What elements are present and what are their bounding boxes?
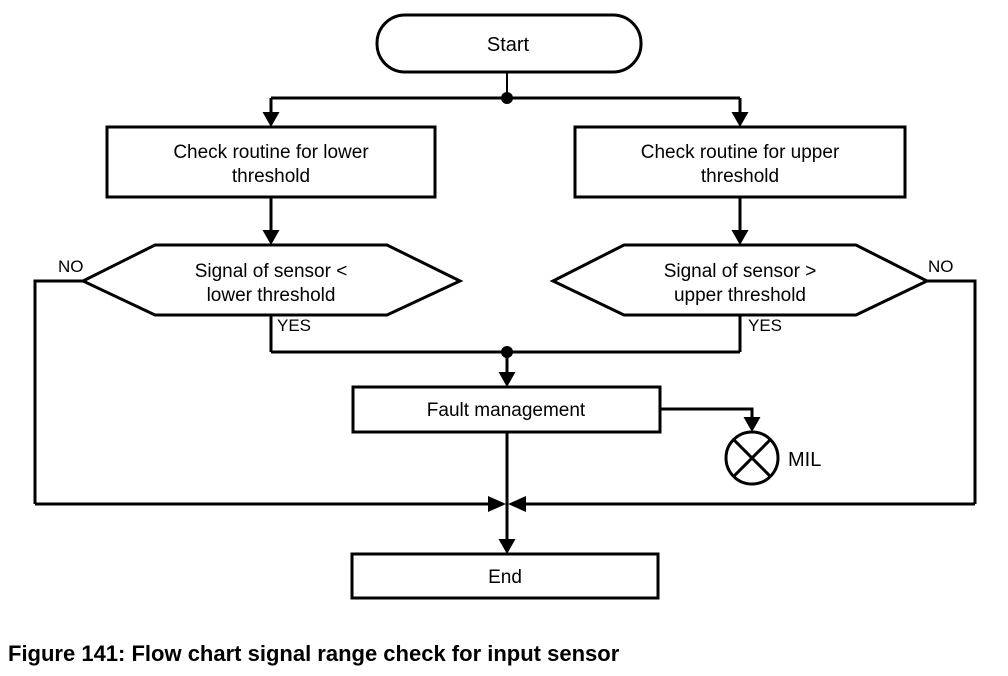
check-upper-label-line1: Check routine for upper: [641, 142, 840, 163]
mil-node: MIL: [724, 430, 821, 486]
end-label: End: [488, 567, 522, 588]
no-line-left: [33, 279, 83, 504]
no-line-right: [927, 279, 977, 504]
start-shape: [375, 13, 643, 74]
decision-upper-shape: [549, 243, 931, 317]
mil-label: MIL: [788, 449, 821, 471]
arrowhead-into-check-upper: [731, 112, 749, 127]
decision-upper-label-line1: Signal of sensor >: [664, 261, 817, 282]
arrowhead-merge-right: [508, 496, 526, 512]
check-lower-label-line1: Check routine for lower: [173, 142, 369, 163]
decision-upper-label-line2: upper threshold: [674, 285, 806, 306]
check-upper-node: Check routine for upper threshold: [573, 125, 907, 199]
decision-lower-label-line2: lower threshold: [207, 285, 336, 306]
arrowhead-into-decision-lower: [262, 230, 280, 245]
decision-upper-yes-label: YES: [748, 316, 782, 335]
arrowhead-into-fault: [498, 372, 516, 387]
end-node: End: [350, 552, 660, 600]
start-node: Start: [375, 13, 643, 74]
decision-lower-no-label: NO: [58, 257, 84, 276]
mil-lamp-cross: [732, 438, 772, 478]
connector-fault-to-mil: [660, 407, 754, 417]
decision-lower-label-line1: Signal of sensor <: [195, 261, 348, 282]
check-upper-label-line2: threshold: [701, 166, 779, 187]
fault-node: Fault management: [351, 385, 662, 434]
arrowhead-into-end: [498, 539, 516, 554]
check-lower-label-line2: threshold: [232, 166, 310, 187]
arrowhead-into-decision-upper: [731, 230, 749, 245]
check-lower-node: Check routine for lower threshold: [105, 125, 437, 199]
check-upper-shape: [573, 125, 907, 199]
figure-caption: Figure 141: Flow chart signal range chec…: [8, 641, 620, 666]
end-shape: [350, 552, 660, 600]
decision-lower-yes-label: YES: [277, 316, 311, 335]
decision-upper-no-label: NO: [928, 257, 954, 276]
arrowhead-into-mil: [743, 417, 761, 432]
decision-lower-node: Signal of sensor < lower threshold: [79, 243, 464, 317]
decision-upper-node: Signal of sensor > upper threshold: [549, 243, 931, 317]
start-label: Start: [487, 34, 530, 56]
fault-label: Fault management: [427, 400, 586, 421]
arrowhead-merge-left: [488, 496, 506, 512]
arrowhead-into-check-lower: [262, 112, 280, 127]
